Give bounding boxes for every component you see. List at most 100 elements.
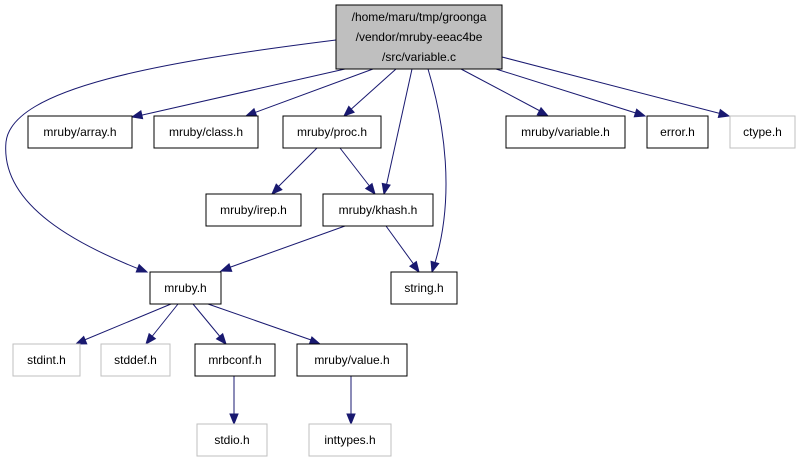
node-box [729, 115, 796, 149]
edge-arrowhead [145, 332, 157, 346]
edge-arrowhead [346, 413, 356, 426]
edge-arrowhead [633, 108, 647, 118]
node-label: stddef.h [114, 353, 157, 367]
node-box [390, 271, 458, 305]
node-label: error.h [660, 125, 695, 139]
edge-line [5, 39, 337, 272]
edge-variable_c-to-array_h [130, 68, 346, 120]
edge-khash_h-to-mruby_h [219, 225, 346, 272]
node-label: /home/maru/tmp/groonga [352, 10, 487, 24]
node-box [149, 271, 222, 305]
edge-line [81, 303, 172, 342]
edge-mruby_h-to-stdint_h [74, 303, 172, 345]
edge-arrowhead [409, 260, 420, 274]
node-box [308, 423, 392, 457]
node-box [296, 343, 408, 377]
node-box [196, 423, 268, 457]
edge-value_h-to-inttypes_h [346, 376, 356, 426]
edge-line [501, 56, 723, 115]
node-label: mruby/irep.h [220, 203, 287, 217]
edge-arrowhead [364, 182, 376, 196]
node-label: stdio.h [214, 433, 249, 447]
edge-arrowhead [74, 335, 88, 345]
string-h-node[interactable]: string.h [390, 271, 458, 305]
stdint-h-node[interactable]: stdint.h [12, 343, 81, 377]
node-box [100, 343, 171, 377]
edge-variable_c-to-error_h [495, 68, 647, 118]
edge-line [227, 225, 346, 269]
node-label: mruby.h [164, 281, 206, 295]
node-box [153, 115, 259, 149]
array-h-node[interactable]: mruby/array.h [27, 115, 133, 149]
node-box [205, 193, 302, 227]
edge-variable_c-to-proc_h [342, 68, 397, 117]
nodes-layer: /home/maru/tmp/groonga/vendor/mruby-eeac… [12, 4, 796, 457]
edge-variable_c-to-ctype_h [501, 56, 731, 118]
edge-arrowhead [430, 260, 440, 274]
edge-mrbconf_h-to-stdio_h [229, 376, 239, 426]
edge-line [385, 225, 416, 267]
edge-line [137, 68, 346, 117]
edge-arrowhead [381, 182, 391, 196]
edge-line [495, 68, 640, 115]
stdio-h-node[interactable]: stdio.h [196, 423, 268, 457]
variable-c-node[interactable]: /home/maru/tmp/groonga/vendor/mruby-eeac… [335, 4, 503, 70]
edge-arrowhead [244, 107, 258, 117]
node-label: string.h [404, 281, 443, 295]
node-label: stdint.h [27, 353, 66, 367]
node-box [194, 343, 276, 377]
node-box [322, 193, 434, 227]
edge-variable_c-to-variable_h [460, 68, 550, 117]
edge-arrowhead [215, 332, 227, 346]
proc-h-node[interactable]: mruby/proc.h [282, 115, 382, 149]
node-label: mruby/class.h [169, 125, 243, 139]
node-label: mruby/khash.h [339, 203, 418, 217]
node-box [282, 115, 382, 149]
node-label: ctype.h [743, 125, 782, 139]
edge-line [250, 68, 374, 115]
edge-arrowhead [536, 106, 550, 117]
edge-arrowhead [219, 262, 233, 272]
edge-khash_h-to-string_h [385, 225, 420, 274]
edge-arrowhead [135, 263, 149, 273]
edges-layer [5, 39, 731, 426]
inttypes-h-node[interactable]: inttypes.h [308, 423, 392, 457]
stddef-h-node[interactable]: stddef.h [100, 343, 171, 377]
node-label: mruby/variable.h [521, 125, 610, 139]
edge-line [460, 68, 543, 113]
node-label: inttypes.h [324, 433, 375, 447]
edge-mruby_h-to-value_h [207, 303, 322, 346]
edge-mruby_h-to-stddef_h [145, 303, 179, 346]
class-h-node[interactable]: mruby/class.h [153, 115, 259, 149]
mruby-h-node[interactable]: mruby.h [149, 271, 222, 305]
edge-variable_c-to-khash_h [381, 68, 413, 196]
edge-proc_h-to-khash_h [339, 147, 376, 196]
node-label: /vendor/mruby-eeac4be [356, 30, 483, 44]
node-label: mruby/array.h [43, 125, 116, 139]
node-label: mrbconf.h [208, 353, 261, 367]
khash-h-node[interactable]: mruby/khash.h [322, 193, 434, 227]
variable-h-node[interactable]: mruby/variable.h [505, 115, 626, 149]
mrbconf-h-node[interactable]: mrbconf.h [194, 343, 276, 377]
edge-line [207, 303, 315, 342]
edge-arrowhead [130, 110, 144, 120]
edge-line [275, 147, 318, 190]
irep-h-node[interactable]: mruby/irep.h [205, 193, 302, 227]
edge-line [192, 303, 223, 340]
edge-line [385, 68, 413, 188]
edge-arrowhead [717, 108, 731, 118]
node-box [646, 115, 709, 149]
value-h-node[interactable]: mruby/value.h [296, 343, 408, 377]
edge-arrowhead [229, 413, 239, 426]
node-label: /src/variable.c [382, 50, 456, 64]
ctype-h-node[interactable]: ctype.h [729, 115, 796, 149]
edge-mruby_h-to-mrbconf_h [192, 303, 227, 346]
edge-arrowhead [342, 105, 355, 117]
error-h-node[interactable]: error.h [646, 115, 709, 149]
edge-line [347, 68, 397, 113]
node-label: mruby/value.h [314, 353, 389, 367]
node-box [27, 115, 133, 149]
edge-variable_c-to-mruby_h [5, 39, 337, 273]
node-box [505, 115, 626, 149]
edge-variable_c-to-class_h [244, 68, 374, 117]
